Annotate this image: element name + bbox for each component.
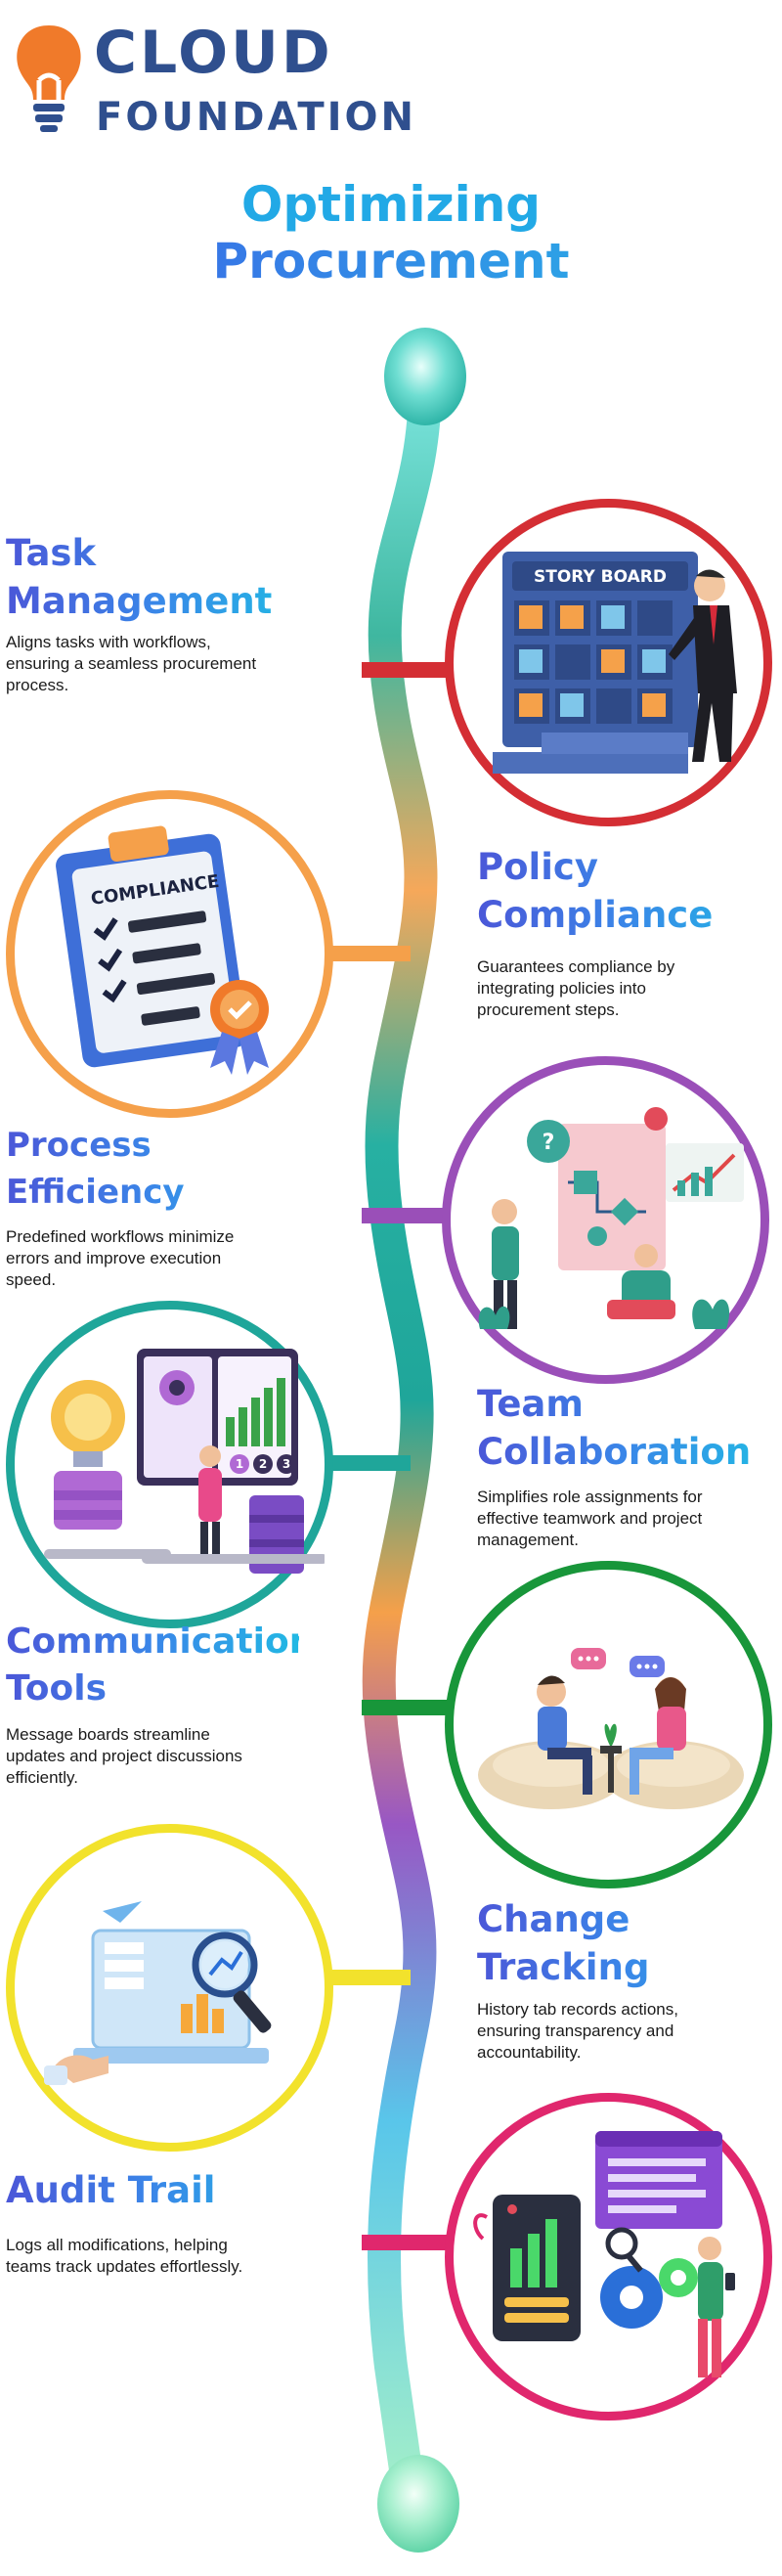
connector-3 xyxy=(362,1208,450,1223)
connector-2 xyxy=(332,946,411,961)
title-line-2: Procurement xyxy=(0,233,782,289)
svg-text:3: 3 xyxy=(282,1457,290,1471)
logo: CLOUD FOUNDATION xyxy=(10,22,459,139)
section-desc-task-management: Aligns tasks with workflows, ensuring a … xyxy=(6,633,257,694)
illustration-team-dashboard: 1 2 3 xyxy=(6,1301,333,1628)
svg-text:1: 1 xyxy=(236,1457,243,1471)
illustration-compliance: COMPLIANCE xyxy=(6,790,333,1118)
svg-text:2: 2 xyxy=(259,1457,267,1471)
logo-text-foundation: FOUNDATION xyxy=(96,95,416,140)
connector-5 xyxy=(362,1700,450,1715)
connector-7 xyxy=(362,2235,450,2250)
illustration-analytics-laptop xyxy=(6,1824,333,2152)
connector-4 xyxy=(332,1455,411,1471)
title-line-1: Optimizing xyxy=(240,176,542,233)
storyboard-label: STORY BOARD xyxy=(534,567,667,587)
section-desc-team-collaboration: Simplifies role assignments for effectiv… xyxy=(477,1488,703,1549)
svg-text:?: ? xyxy=(543,1131,555,1155)
section-desc-communication-tools: Message boards streamline updates and pr… xyxy=(6,1725,242,1787)
connector-6 xyxy=(332,1970,411,1985)
section-title-audit-trail: Audit Trail xyxy=(6,2166,299,2214)
page-title: Optimizing Procurement xyxy=(0,176,782,289)
section-desc-policy-compliance: Guarantees compliance by integrating pol… xyxy=(477,957,675,1019)
illustration-reports xyxy=(445,2093,772,2421)
section-desc-audit-trail: Logs all modifications, helping teams tr… xyxy=(6,2236,243,2276)
illustration-workflow: ? xyxy=(442,1056,769,1384)
section-desc-change-tracking: History tab records actions, ensuring tr… xyxy=(477,2000,678,2062)
timeline-end-knob xyxy=(377,2455,459,2553)
illustration-storyboard: STORY BOARD xyxy=(445,499,772,826)
lightbulb-logo-icon xyxy=(17,25,81,132)
connector-1 xyxy=(362,662,450,678)
section-desc-process-efficiency: Predefined workflows minimize errors and… xyxy=(6,1227,235,1289)
illustration-conversation xyxy=(445,1561,772,1888)
logo-text-cloud: CLOUD xyxy=(94,19,333,87)
timeline-start-knob xyxy=(384,328,466,425)
